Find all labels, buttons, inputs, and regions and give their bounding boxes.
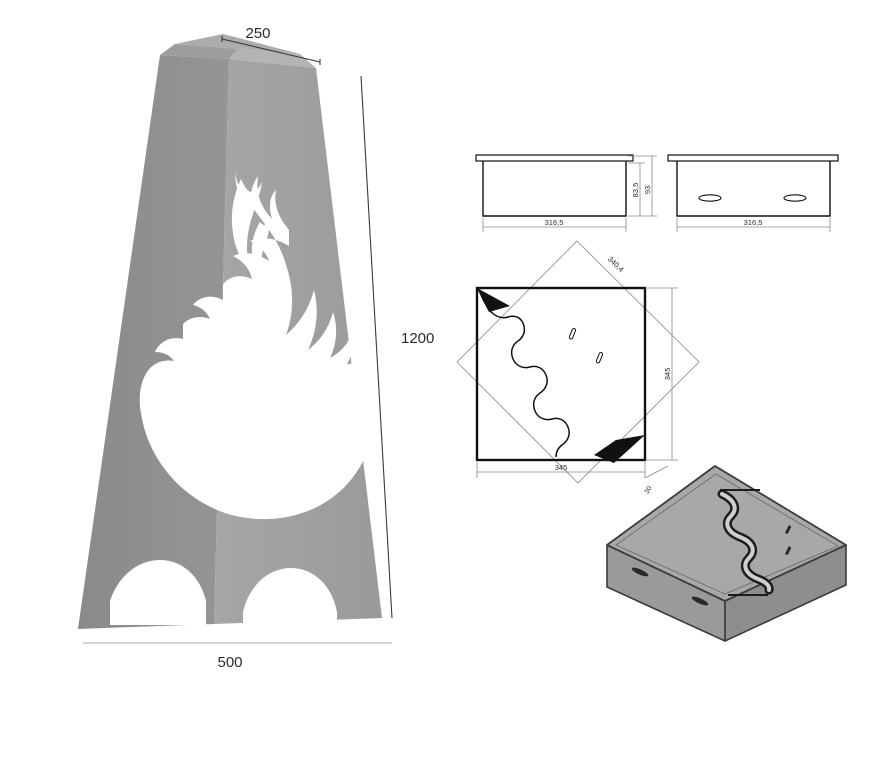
dim-line-250 xyxy=(221,38,321,63)
plan-outline xyxy=(475,286,647,462)
iso-top-face xyxy=(606,465,847,602)
front-elevation-body xyxy=(482,161,627,217)
iso-side-slot-right xyxy=(691,596,709,606)
iso-top-slot-upper xyxy=(785,525,792,534)
plan-wavy-divider xyxy=(489,310,570,458)
view-side-elevation: 316,5 xyxy=(667,154,839,232)
pyramid-face-left xyxy=(78,55,229,629)
view-front-elevation: 316,5 83,5 93 xyxy=(475,154,657,232)
side-elevation-slot-left xyxy=(698,194,722,202)
plan-diagonal-construction xyxy=(456,240,700,484)
pyramid-top-face xyxy=(175,34,300,54)
iso-divider-highlight xyxy=(720,492,772,592)
pyramid-top-left-facet xyxy=(160,44,238,59)
plan-divider-corner-bottom xyxy=(594,435,645,463)
iso-top-slot-lower xyxy=(785,546,792,555)
dim-line-plan-offset xyxy=(644,465,669,479)
pyramid-top-right-facet xyxy=(229,49,316,68)
side-elevation-body xyxy=(676,161,831,217)
view-plan: 345 345 340,4 30 xyxy=(456,240,700,495)
dim-label-plan-width: 345 xyxy=(555,463,568,472)
plan-divider-tab-top xyxy=(477,288,510,312)
dim-label-83-5: 83,5 xyxy=(631,183,640,198)
side-elevation-rim xyxy=(667,154,839,162)
dim-label-plan-diagonal: 340,4 xyxy=(606,254,626,274)
iso-side-slot-left xyxy=(631,567,649,577)
dim-label-250: 250 xyxy=(245,25,270,42)
dim-label-side-width: 316,5 xyxy=(744,218,763,227)
dim-label-plan-height: 345 xyxy=(663,368,672,381)
dim-label-front-width: 316,5 xyxy=(545,218,564,227)
plan-slot-lower xyxy=(595,351,604,364)
front-elevation-rim xyxy=(475,154,634,162)
pyramid-body xyxy=(78,55,382,629)
plan-slot-upper xyxy=(568,327,577,340)
dim-label-1200: 1200 xyxy=(401,330,434,347)
dim-label-93: 93 xyxy=(643,186,652,194)
pyramid-face-right xyxy=(214,59,382,624)
dim-line-1200 xyxy=(360,75,393,619)
dim-label-500: 500 xyxy=(217,654,242,671)
iso-top-rim xyxy=(615,473,839,595)
view-isometric xyxy=(606,465,847,642)
dim-label-plan-offset: 30 xyxy=(644,485,654,495)
side-elevation-slot-right xyxy=(783,194,807,202)
